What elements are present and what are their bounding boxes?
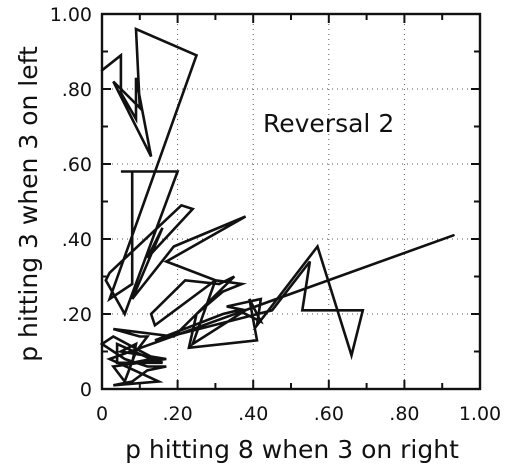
x-tick-label: 0 [96, 403, 108, 425]
x-tick-label: .20 [162, 403, 192, 425]
annotation-reversal: Reversal 2 [263, 109, 394, 138]
y-tick-label: .60 [62, 154, 92, 176]
y-tick-label: .80 [62, 79, 92, 101]
y-axis-label: p hitting 3 when 3 on left [14, 46, 43, 362]
y-tick-label: 1.00 [50, 4, 92, 26]
x-tick-label: .60 [314, 403, 344, 425]
plot-frame [100, 12, 482, 391]
y-tick-label: .40 [62, 229, 92, 251]
x-tick-label: .40 [238, 403, 268, 425]
series-line-0 [99, 26, 455, 387]
y-tick-label: 0 [80, 379, 92, 401]
x-tick-label: .80 [389, 403, 419, 425]
y-tick-labels: 0 .20 .40 .60 .80 1.00 [50, 4, 92, 401]
x-axis-label: p hitting 8 when 3 on right [125, 435, 459, 464]
series-group [99, 26, 455, 387]
x-tick-label: 1.00 [459, 403, 501, 425]
grid [102, 14, 480, 389]
axis-ticks [101, 13, 481, 390]
x-tick-labels: 0 .20 .40 .60 .80 1.00 [96, 403, 501, 425]
y-tick-label: .20 [62, 304, 92, 326]
